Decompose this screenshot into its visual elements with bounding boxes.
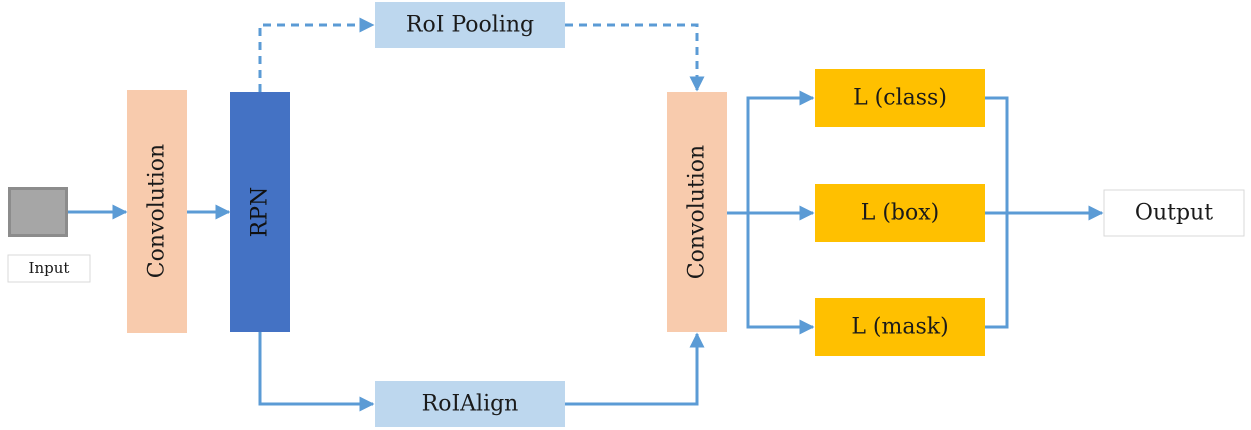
convolution-1-box — [127, 90, 187, 333]
head-mask-box — [815, 298, 985, 356]
convolution-2-node: Convolution — [667, 92, 727, 332]
arrow-rpn-to-roi-pooling — [258, 17, 375, 92]
input-node: Input — [7, 187, 91, 283]
arrow-conv2-to-mask — [746, 213, 815, 335]
rpn-node: RPN — [230, 92, 290, 332]
input-label: Input — [29, 259, 70, 277]
arrow-roi-pooling-to-conv2 — [565, 23, 705, 92]
roialign-box — [375, 381, 565, 427]
head-class-label: L (class) — [853, 86, 947, 111]
output-label: Output — [1135, 201, 1213, 226]
arrow-rpn-to-roialign — [258, 332, 375, 412]
roialign-node: RoIAlign — [375, 381, 565, 427]
roi-pooling-box — [375, 2, 565, 48]
head-box-box — [815, 184, 985, 242]
head-box-label: L (box) — [861, 201, 940, 226]
convolution-1-label: Convolution — [145, 144, 170, 278]
input-image — [11, 190, 65, 234]
head-box-node: L (box) — [815, 184, 985, 242]
output-box — [1103, 189, 1245, 237]
arrow-roialign-to-conv2 — [565, 332, 705, 406]
convolution-1-node: Convolution — [127, 90, 187, 333]
roi-pooling-label: RoI Pooling — [406, 13, 534, 38]
head-class-node: L (class) — [815, 69, 985, 127]
convolution-2-label: Convolution — [685, 145, 710, 279]
convolution-2-box — [667, 92, 727, 332]
roi-pooling-node: RoI Pooling — [375, 2, 565, 48]
input-label-box — [7, 254, 91, 283]
head-mask-label: L (mask) — [851, 315, 948, 340]
connectors — [68, 17, 1104, 412]
head-mask-node: L (mask) — [815, 298, 985, 356]
roialign-label: RoIAlign — [422, 392, 519, 417]
rpn-label: RPN — [248, 187, 273, 238]
output-node: Output — [1103, 189, 1245, 237]
head-class-box — [815, 69, 985, 127]
rpn-box — [230, 92, 290, 332]
arrow-conv2-to-class — [746, 90, 815, 213]
